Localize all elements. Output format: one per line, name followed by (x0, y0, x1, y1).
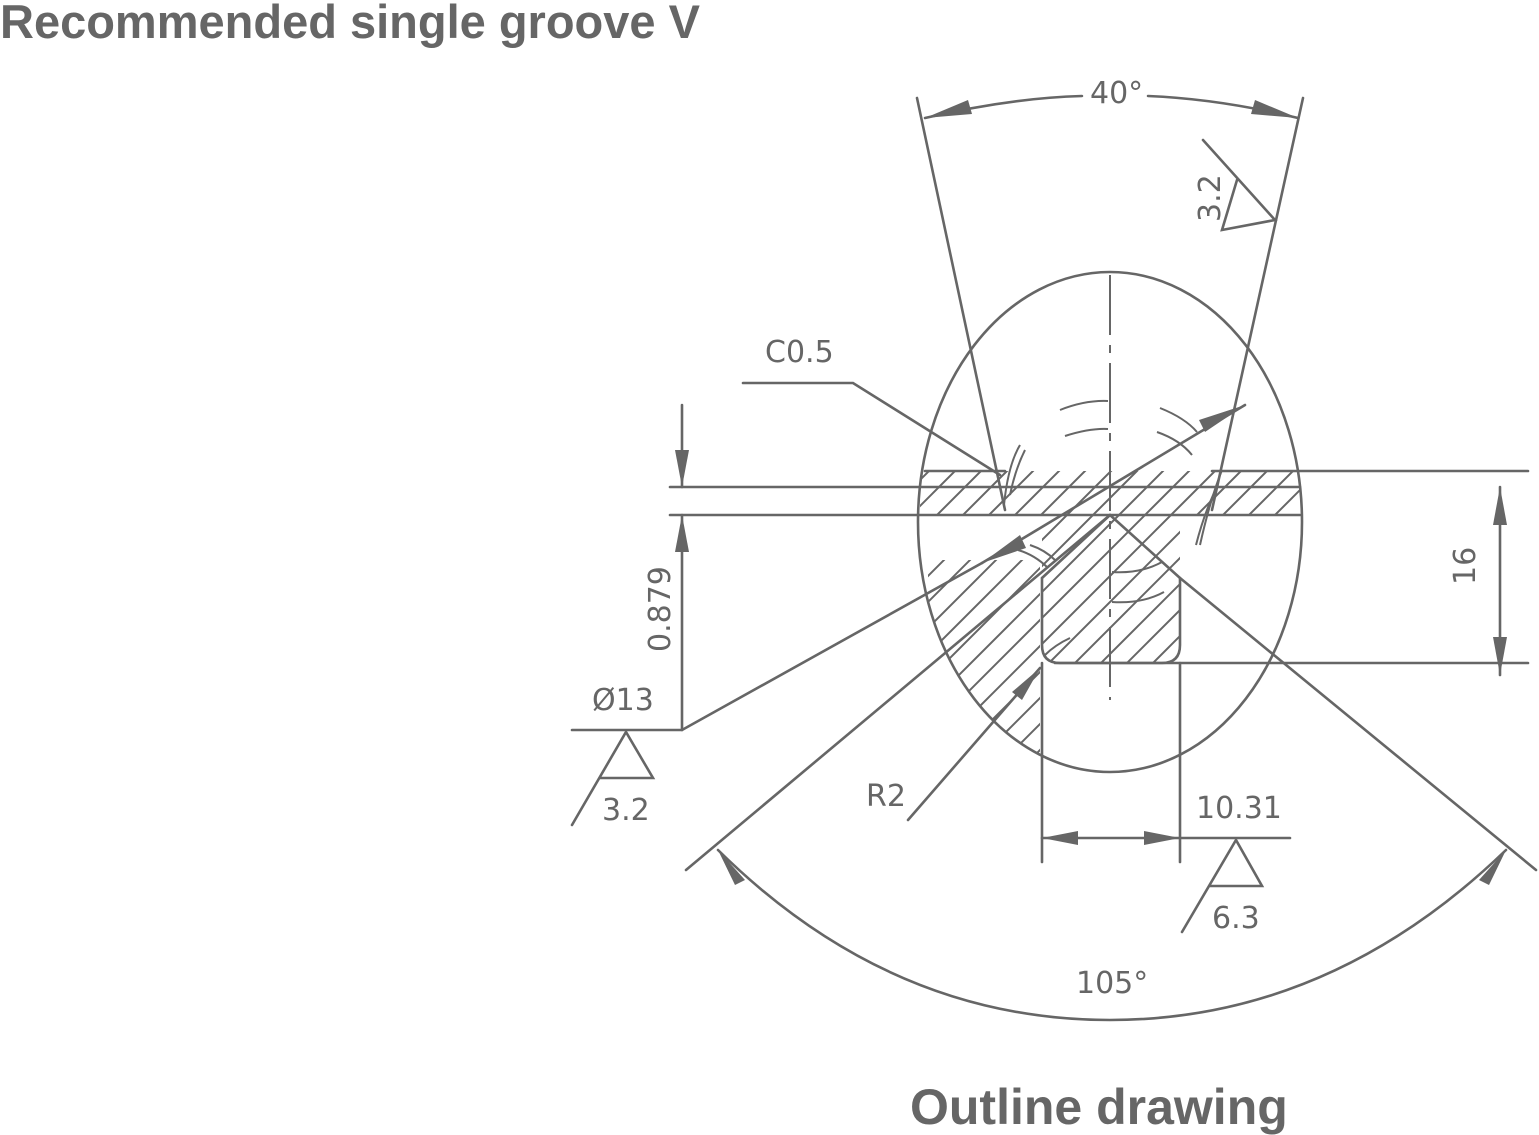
hatch-line (920, 471, 1169, 760)
hatch-line (963, 471, 1300, 760)
hatch-line (1354, 440, 1539, 800)
hatch-line (1197, 471, 1300, 760)
hatch-line (920, 471, 1247, 760)
hatch-line (920, 471, 1195, 760)
roughness-symbol-left: 3.2 (570, 729, 656, 828)
body-outline (916, 270, 1304, 774)
hatch-line (1171, 471, 1300, 760)
hatch-line (920, 471, 1273, 760)
width-label: 10.31 (1196, 791, 1282, 826)
hatch-line (920, 471, 1221, 760)
offset-label: 0.879 (643, 566, 678, 652)
height-label: 16 (1448, 547, 1483, 585)
hatch-line (1328, 440, 1539, 800)
roughness-symbol-bottom: 6.3 (1180, 837, 1265, 936)
roughness-symbol-right: 3.2 (1193, 138, 1278, 232)
hatch-line (1380, 440, 1539, 800)
angle-top-label: 40° (1090, 76, 1143, 111)
hatch-line (1249, 471, 1300, 760)
angle-40-dimension: 40° (915, 76, 1305, 512)
diagram-caption: Outline drawing (910, 1079, 1288, 1135)
flank-arcs (1003, 399, 1223, 656)
diagram-title: Recommended single groove V (0, 0, 701, 48)
hatch-line (920, 471, 987, 760)
angle-105-dimension: 105° (684, 513, 1538, 1022)
chamfer-callout: C0.5 (741, 335, 1002, 477)
roughness-right-label: 3.2 (1193, 174, 1228, 222)
section-hatching (920, 440, 1539, 800)
hatch-line (989, 471, 1300, 760)
diameter-label: Ø13 (592, 683, 654, 718)
hatch-line (1302, 440, 1539, 800)
hatch-line (1093, 471, 1300, 760)
angle-bottom-label: 105° (1076, 966, 1148, 1001)
hatch-line (1458, 440, 1539, 800)
radius-callout: R2 (866, 666, 1042, 822)
hatch-line (920, 471, 1091, 760)
offset-dimension: 0.879 (643, 403, 689, 732)
radius-label: R2 (866, 779, 906, 814)
height-dimension: 16 (1448, 485, 1507, 677)
hatch-line (937, 471, 1299, 760)
hatch-line (920, 471, 1117, 760)
hatch-line (920, 471, 1013, 760)
hatch-line (1406, 440, 1539, 800)
hatch-line (1145, 471, 1300, 760)
hatch-line (1432, 440, 1539, 800)
chamfer-label: C0.5 (765, 335, 834, 370)
section-boundaries (668, 469, 1530, 665)
hatch-line (1484, 440, 1539, 800)
width-dimension: 10.31 (1040, 661, 1292, 864)
hatch-line (920, 471, 1143, 760)
hatch-line (1510, 440, 1539, 800)
hatch-line (920, 471, 1039, 760)
roughness-bottom-label: 6.3 (1212, 901, 1260, 936)
hatch-line (1067, 471, 1300, 760)
roughness-left-label: 3.2 (602, 793, 650, 828)
